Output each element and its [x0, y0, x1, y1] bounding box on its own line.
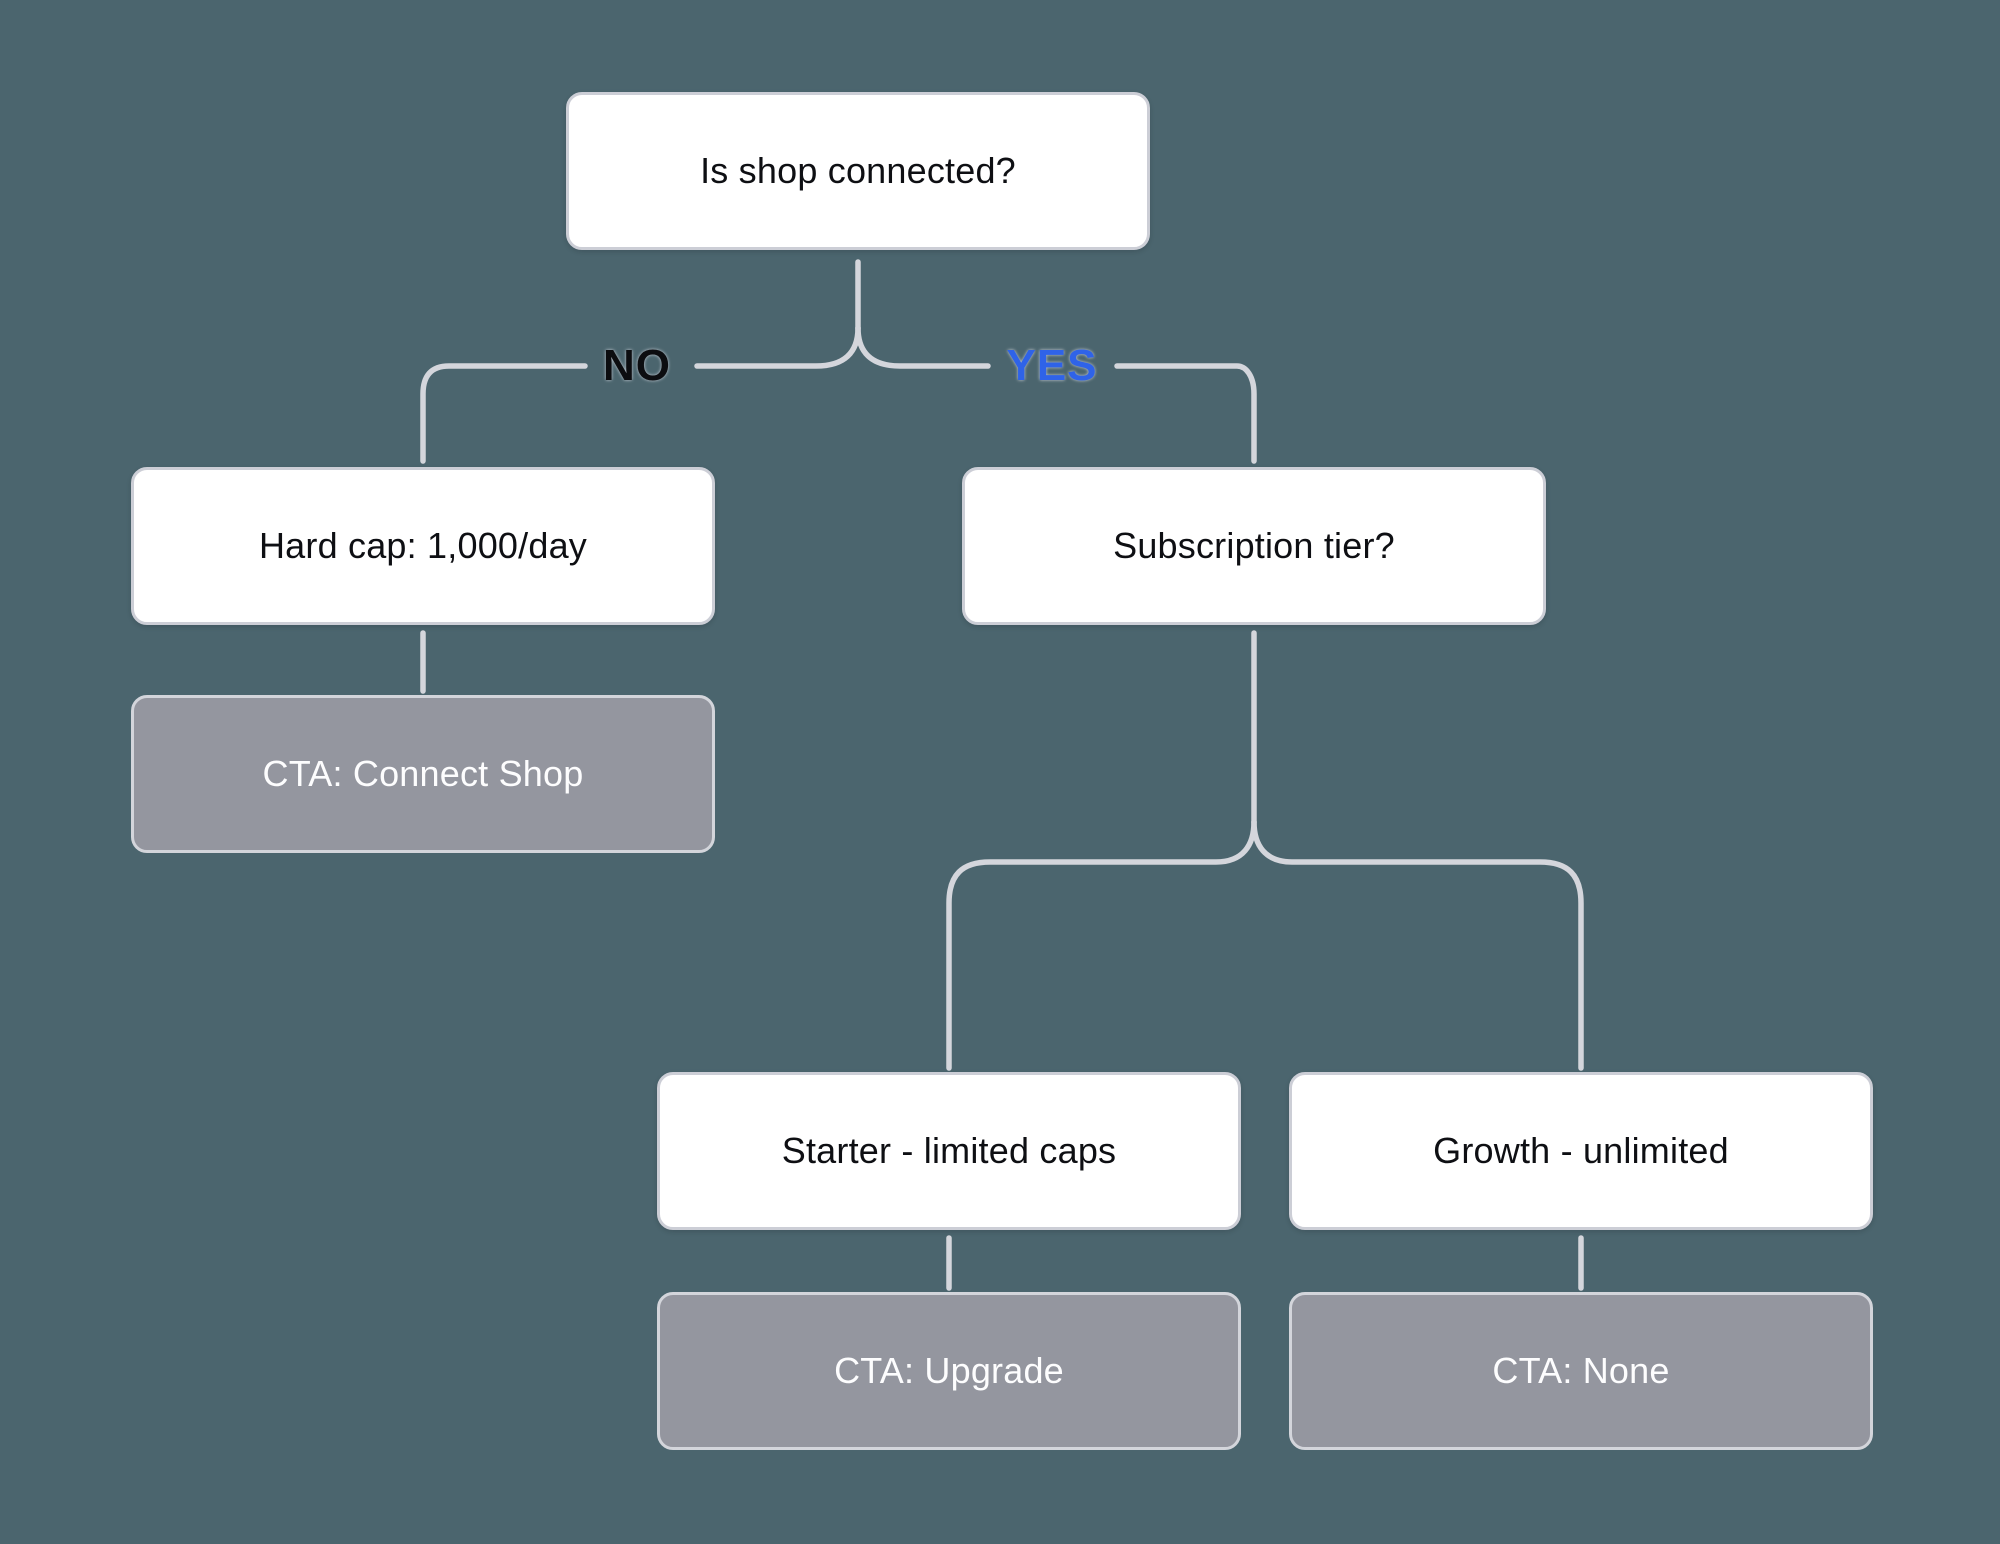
node-label: CTA: Upgrade [834, 1350, 1064, 1391]
node-is-shop-connected: Is shop connected? [566, 92, 1150, 250]
node-label: Growth - unlimited [1433, 1130, 1729, 1171]
edge-subscription-left [946, 819, 1257, 1071]
edge-subscription-right [1251, 819, 1584, 1071]
node-subscription-tier: Subscription tier? [962, 467, 1546, 625]
node-label: Subscription tier? [1113, 525, 1395, 566]
node-label: Hard cap: 1,000/day [258, 525, 587, 566]
node-hard-cap: Hard cap: 1,000/day [131, 467, 715, 625]
branch-label-yes: YES [982, 339, 1122, 393]
node-label: Starter - limited caps [781, 1130, 1117, 1171]
edge-no-segment [420, 363, 588, 464]
no-label-text: NO [603, 341, 671, 390]
yes-label-text: YES [1006, 341, 1098, 390]
node-cta-connect-shop: CTA: Connect Shop [131, 695, 715, 853]
node-cta-upgrade: CTA: Upgrade [657, 1292, 1241, 1450]
branch-label-no: NO [567, 339, 707, 393]
edge-yes-segment [1114, 363, 1257, 464]
node-label: CTA: Connect Shop [262, 753, 584, 794]
node-growth-unlimited: Growth - unlimited [1289, 1072, 1873, 1230]
node-label: CTA: None [1492, 1350, 1670, 1391]
edge-root-split-left [694, 325, 861, 369]
node-starter-limited-caps: Starter - limited caps [657, 1072, 1241, 1230]
node-cta-none: CTA: None [1289, 1292, 1873, 1450]
node-label: Is shop connected? [700, 150, 1016, 191]
edge-root-split-right [855, 325, 991, 369]
